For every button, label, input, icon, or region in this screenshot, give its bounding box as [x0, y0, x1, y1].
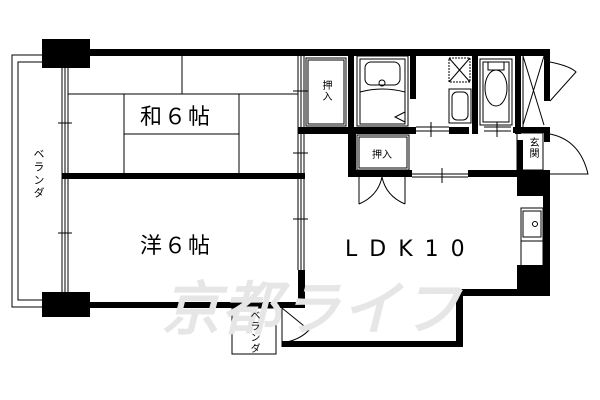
bathtub [356, 55, 409, 127]
walls [42, 39, 550, 347]
room-label-washitsu: 和６帖 [140, 105, 213, 130]
balcony-south [231, 307, 310, 355]
closet-mid-label: 押入 [372, 150, 392, 161]
entrance-storage [522, 55, 545, 127]
watermark: 京都ライフ [162, 275, 463, 343]
closet-top-label: 押入 [320, 80, 331, 102]
room-label-youshitsu: 洋６帖 [140, 234, 213, 259]
entrance-label: 玄関 [527, 137, 538, 159]
toilet [479, 58, 513, 126]
balcony-south-label: ベランダ [248, 310, 259, 354]
kitchen-counter [520, 207, 544, 267]
entrance-doors [516, 61, 589, 175]
balcony-west-label: ベランダ [32, 148, 45, 200]
room-label-ldk: LDK10 [345, 237, 477, 262]
windows [58, 56, 511, 302]
tatami-lines [68, 56, 298, 173]
washer-and-sink [448, 57, 472, 124]
closet-top [305, 57, 347, 127]
closet-mid [356, 134, 410, 205]
